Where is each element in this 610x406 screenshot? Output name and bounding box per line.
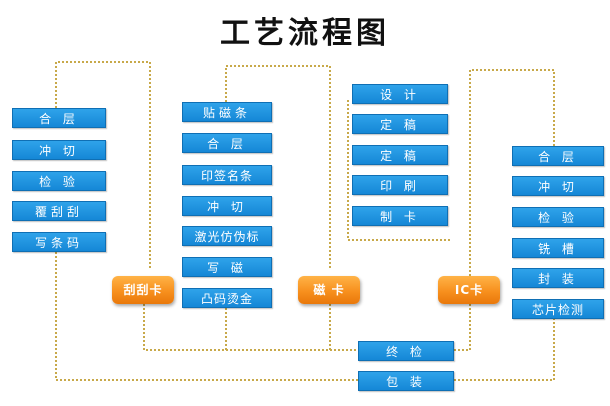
step-design: 设 计	[352, 84, 448, 104]
step-inspection: 检 验	[12, 171, 106, 191]
step-inspection: 检 验	[512, 207, 604, 227]
step-scratch-coating: 覆刮刮	[12, 201, 106, 221]
step-attach-magstripe: 贴磁条	[182, 102, 272, 122]
magnetic-card-label: 磁 卡	[298, 276, 360, 304]
scratch-card-label: 刮刮卡	[112, 276, 174, 304]
step-card-making: 制 卡	[352, 206, 448, 226]
step-punching: 冲 切	[182, 196, 272, 216]
step-laser-anticounterfeit: 激光仿伪标	[182, 226, 272, 246]
step-embossing-hotstamp: 凸码烫金	[182, 288, 272, 308]
step-encapsulation: 封 装	[512, 268, 604, 288]
diagram-title: 工艺流程图	[220, 16, 390, 51]
step-punching: 冲 切	[512, 176, 604, 196]
step-punching: 冲 切	[12, 140, 106, 160]
step-lamination: 合 层	[512, 146, 604, 166]
step-signature-strip: 印签名条	[182, 165, 272, 185]
ic-card-label: IC卡	[438, 276, 500, 304]
step-printing: 印 刷	[352, 175, 448, 195]
step-milling-slot: 铣 槽	[512, 238, 604, 258]
step-lamination: 合 层	[182, 133, 272, 153]
step-final-inspection: 终 检	[358, 341, 454, 361]
step-finalize-1: 定 稿	[352, 114, 448, 134]
step-write-magnetic: 写 磁	[182, 257, 272, 277]
step-packaging: 包 装	[358, 371, 454, 391]
step-finalize-2: 定 稿	[352, 145, 448, 165]
step-lamination: 合 层	[12, 108, 106, 128]
step-write-barcode: 写条码	[12, 232, 106, 252]
step-chip-testing: 芯片检测	[512, 299, 604, 319]
